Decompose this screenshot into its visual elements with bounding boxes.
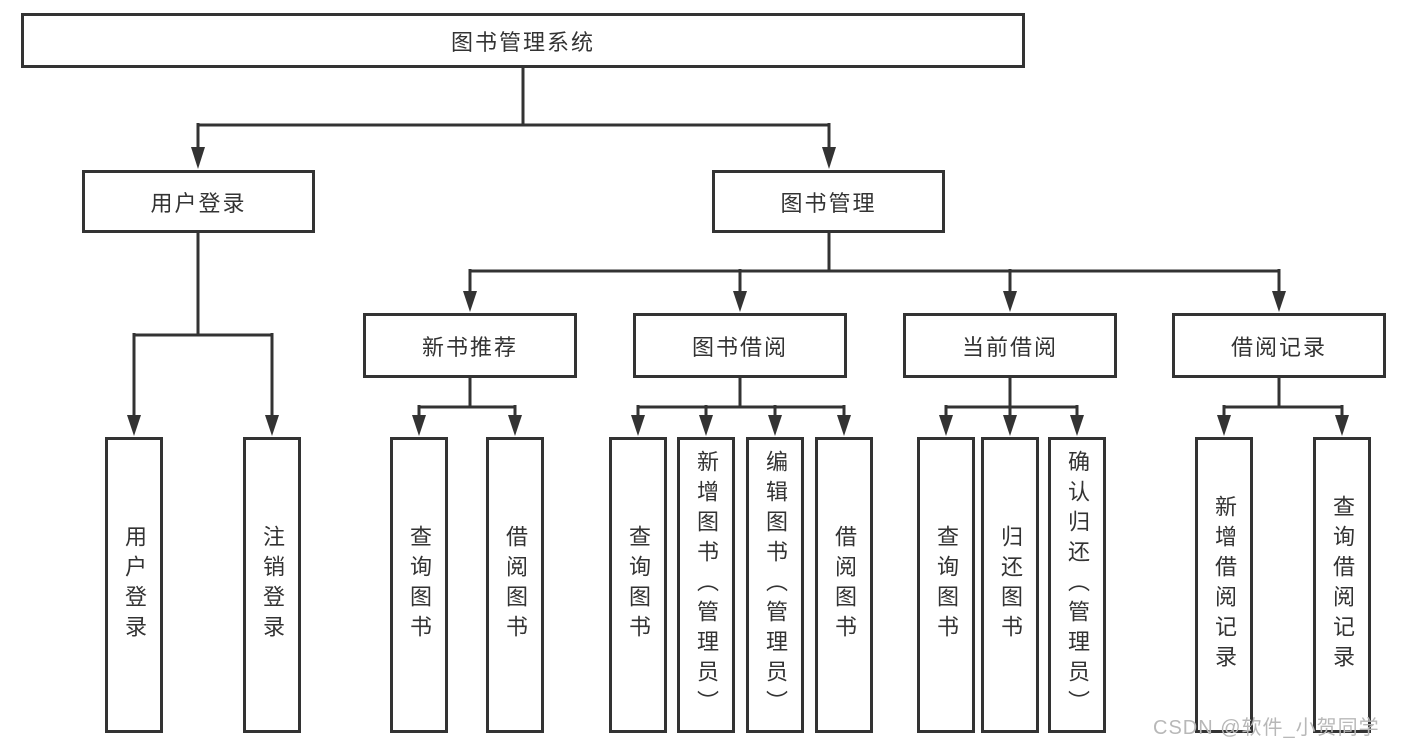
node-book-management: 图书管理 (712, 170, 945, 233)
node-label: 用户登录 (150, 190, 247, 216)
leaf-query-borrow-record: 查询借阅记录 (1313, 437, 1371, 733)
leaf-label: 新增借阅记录 (1212, 495, 1237, 675)
leaf-return-books: 归还图书 (981, 437, 1039, 733)
node-user-login: 用户登录 (82, 170, 315, 233)
connector-current-borrow-branch (939, 378, 1084, 436)
leaf-borrow-books-recommend: 借阅图书 (486, 437, 544, 733)
node-label: 新书推荐 (421, 334, 518, 360)
connector-new-book-branch (412, 378, 522, 436)
node-label: 借阅记录 (1230, 334, 1327, 360)
node-current-borrowing: 当前借阅 (903, 313, 1117, 378)
node-label: 图书管理 (780, 190, 877, 216)
leaf-label: 注销登录 (260, 525, 285, 645)
leaf-logout: 注销登录 (243, 437, 301, 733)
leaf-label: 查询图书 (934, 525, 959, 645)
leaf-label: 用户登录 (122, 525, 147, 645)
leaf-confirm-return-admin: 确认归还（管理员） (1048, 437, 1106, 733)
leaf-add-books-admin: 新增图书（管理员） (677, 437, 735, 733)
node-book-borrowing: 图书借阅 (633, 313, 847, 378)
leaf-query-books-recommend: 查询图书 (390, 437, 448, 733)
leaf-edit-books-admin: 编辑图书（管理员） (746, 437, 804, 733)
leaf-label: 查询图书 (626, 525, 651, 645)
leaf-label: 借阅图书 (832, 525, 857, 645)
leaf-label: 查询借阅记录 (1330, 495, 1355, 675)
leaf-borrow-books-borrowing: 借阅图书 (815, 437, 873, 733)
leaf-query-books-borrowing: 查询图书 (609, 437, 667, 733)
node-label: 图书管理系统 (450, 29, 595, 55)
connector-book-borrow-branch (631, 378, 851, 436)
node-label: 图书借阅 (691, 334, 788, 360)
leaf-label: 确认归还（管理员） (1065, 450, 1090, 720)
leaf-label: 借阅图书 (503, 525, 528, 645)
connector-root-to-level2 (191, 68, 836, 169)
leaf-label: 新增图书（管理员） (694, 450, 719, 720)
connector-user-login-branch (127, 233, 279, 436)
leaf-user-login: 用户登录 (105, 437, 163, 733)
connector-book-management-branch (463, 233, 1286, 312)
node-root-library-management-system: 图书管理系统 (21, 13, 1025, 68)
leaf-query-books-current: 查询图书 (917, 437, 975, 733)
connector-borrow-records-branch (1217, 378, 1349, 436)
node-new-book-recommend: 新书推荐 (363, 313, 577, 378)
node-borrowing-records: 借阅记录 (1172, 313, 1386, 378)
csdn-watermark: CSDN @软件_小贺同学 (1153, 717, 1380, 739)
leaf-label: 归还图书 (998, 525, 1023, 645)
leaf-label: 编辑图书（管理员） (763, 450, 788, 720)
leaf-add-borrow-record: 新增借阅记录 (1195, 437, 1253, 733)
node-label: 当前借阅 (961, 334, 1058, 360)
leaf-label: 查询图书 (407, 525, 432, 645)
